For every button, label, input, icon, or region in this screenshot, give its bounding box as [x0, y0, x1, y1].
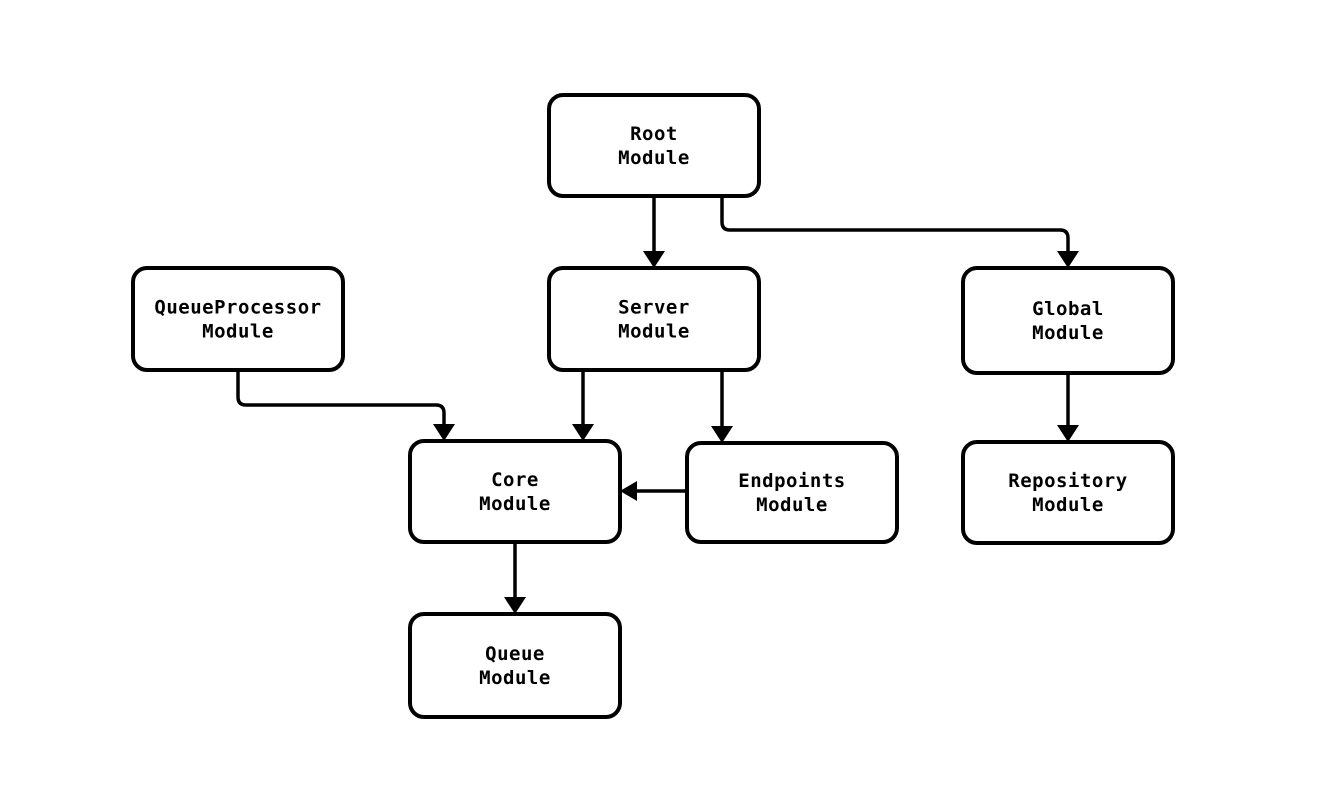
arrowhead-down — [711, 426, 733, 443]
edge-line — [236, 370, 446, 425]
node-label-endpoints-line2: Module — [756, 494, 828, 516]
node-box-global[interactable] — [961, 266, 1175, 375]
node-box-endpoints[interactable] — [685, 441, 899, 544]
edge-root-to-global — [720, 196, 1079, 268]
edge-server-to-core — [572, 370, 594, 441]
edge-line — [720, 196, 1070, 252]
arrowhead-down — [572, 424, 594, 441]
node-box-server[interactable] — [547, 266, 761, 372]
node-label-queue-line2: Module — [479, 667, 551, 689]
node-label-endpoints-line1: Endpoints — [738, 470, 845, 492]
node-label-global-line2: Module — [1032, 322, 1104, 344]
node-label-queueprocessor-line2: Module — [202, 321, 274, 343]
edges-layer — [236, 196, 1079, 614]
node-label-root-line2: Module — [618, 147, 690, 169]
arrowhead-down — [1057, 425, 1079, 442]
node-label-repository-line2: Module — [1032, 494, 1104, 516]
arrowhead-down — [643, 251, 665, 268]
edge-root-to-server — [643, 196, 665, 268]
node-box-queueprocessor[interactable] — [131, 266, 345, 372]
edge-queueprocessor-to-core — [236, 370, 455, 441]
edge-endpoints-to-core — [620, 481, 687, 501]
nodes-layer: RootModuleQueueProcessorModuleServerModu… — [131, 93, 1175, 719]
arrowhead-down — [1057, 251, 1079, 268]
node-label-repository-line1: Repository — [1008, 470, 1127, 492]
node-label-server-line2: Module — [618, 321, 690, 343]
node-label-queueprocessor-line1: QueueProcessor — [154, 297, 321, 319]
edge-server-to-endpoints — [711, 370, 733, 443]
arrowhead-down — [504, 597, 526, 614]
node-label-queue-line1: Queue — [485, 643, 545, 665]
node-box-queue[interactable] — [408, 612, 622, 719]
node-label-core-line1: Core — [491, 469, 539, 491]
node-label-global-line1: Global — [1032, 298, 1104, 320]
node-box-repository[interactable] — [961, 440, 1175, 545]
arrowhead-down — [433, 424, 455, 441]
node-label-root-line1: Root — [630, 123, 678, 145]
node-label-server-line1: Server — [618, 297, 690, 319]
node-box-core[interactable] — [408, 439, 622, 544]
edge-global-to-repository — [1057, 373, 1079, 442]
edge-core-to-queue — [504, 542, 526, 614]
node-label-core-line2: Module — [479, 493, 551, 515]
node-box-root[interactable] — [547, 93, 761, 198]
arrowhead-left — [620, 481, 637, 501]
